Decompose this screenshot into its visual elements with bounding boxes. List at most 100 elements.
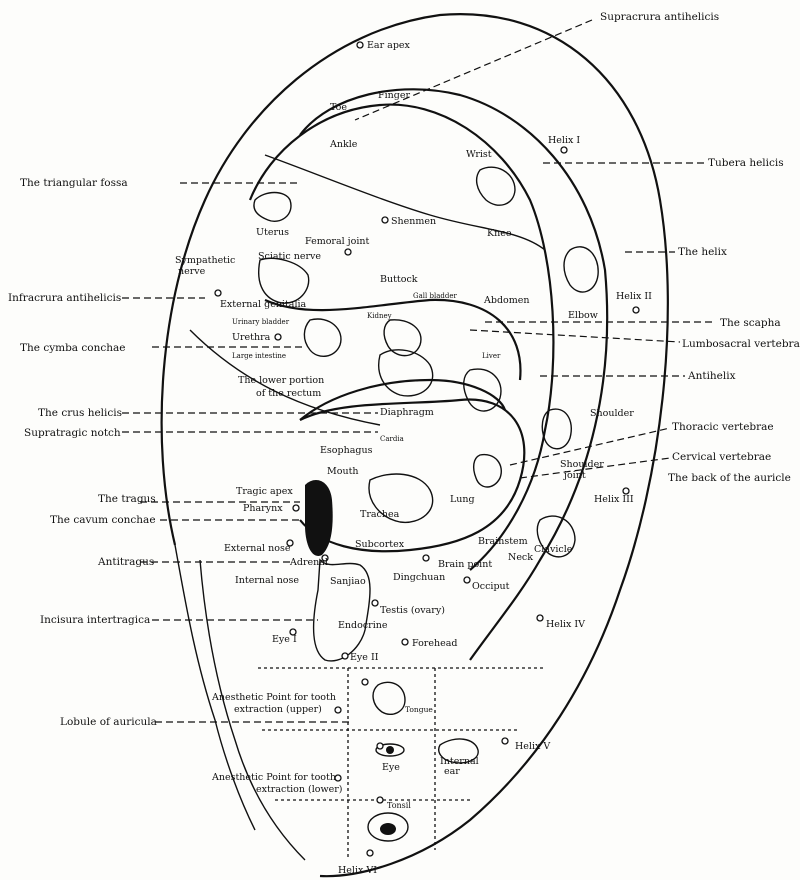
label-tubera: Tubera helicis bbox=[708, 157, 784, 169]
pt-nerve: nerve bbox=[178, 266, 206, 277]
pt-endocrine: Endocrine bbox=[338, 620, 388, 631]
pt-eye2: Eye II bbox=[350, 652, 379, 663]
organ-sketches bbox=[253, 166, 599, 842]
pt-lung: Lung bbox=[450, 494, 475, 505]
external-labels: Supracrura antihelicis Tubera helicis Th… bbox=[8, 11, 800, 728]
pt-internal-ear-1: Internal bbox=[440, 756, 479, 767]
pt-lower-portion: The lower portion bbox=[238, 375, 324, 386]
pt-esophagus: Esophagus bbox=[320, 445, 373, 456]
pt-anesthetic-lower-1: Anesthetic Point for tooth bbox=[211, 772, 336, 783]
pt-external-nose: External nose bbox=[224, 543, 291, 554]
pt-kidney: Kidney bbox=[367, 312, 392, 320]
pt-occiput: Occiput bbox=[472, 581, 510, 592]
pt-brainstem: Brainstem bbox=[478, 536, 528, 547]
pt-large-intestine: Large intestine bbox=[232, 352, 286, 360]
left-edge-line bbox=[174, 544, 256, 831]
pt-anesthetic-lower-2: extraction (lower) bbox=[256, 784, 343, 795]
pt-mouth: Mouth bbox=[327, 466, 359, 477]
pt-helix1: Helix I bbox=[548, 135, 580, 146]
label-antihelix: Antihelix bbox=[687, 370, 736, 382]
pt-anesthetic-upper-2: extraction (upper) bbox=[234, 704, 322, 715]
label-helix: The helix bbox=[678, 246, 727, 258]
pt-abdomen: Abdomen bbox=[483, 295, 530, 306]
pt-knee: Knee bbox=[487, 228, 512, 239]
antitragus-shape bbox=[312, 558, 371, 662]
pt-ear-apex: Ear apex bbox=[367, 40, 411, 51]
helix-outline bbox=[160, 13, 669, 878]
label-supracrura: Supracrura antihelicis bbox=[600, 11, 719, 23]
pt-elbow: Elbow bbox=[568, 310, 598, 321]
pt-liver: Liver bbox=[482, 352, 501, 360]
pt-urethra: Urethra bbox=[232, 332, 271, 343]
pt-helix4: Helix IV bbox=[546, 619, 585, 630]
triangular-fossa-line bbox=[264, 154, 546, 251]
pt-subcortex: Subcortex bbox=[355, 539, 405, 550]
pt-pharynx: Pharynx bbox=[243, 503, 283, 514]
pt-shoulder-joint: Shoulder bbox=[560, 459, 604, 470]
pt-helix5: Helix V bbox=[515, 741, 550, 752]
label-triangular-fossa: The triangular fossa bbox=[20, 177, 128, 189]
label-crus-helicis: The crus helicis bbox=[38, 407, 122, 419]
label-lobule: Lobule of auricula bbox=[60, 716, 157, 728]
pt-sanjiao: Sanjiao bbox=[330, 576, 366, 587]
pt-wrist: Wrist bbox=[466, 149, 492, 160]
pt-eye1: Eye I bbox=[272, 634, 297, 645]
pt-of-rectum: of the rectum bbox=[256, 388, 321, 399]
label-cervical: Cervical vertebrae bbox=[672, 451, 771, 463]
pt-trachea: Trachea bbox=[360, 509, 400, 520]
pt-testis: Testis (ovary) bbox=[380, 605, 445, 616]
label-cymba: The cymba conchae bbox=[20, 342, 126, 354]
pt-helix6: Helix VI bbox=[338, 865, 377, 876]
leader-lines bbox=[122, 19, 715, 723]
pt-joint: joint bbox=[563, 470, 586, 481]
pt-brain-point: Brain point bbox=[438, 559, 492, 570]
label-lumbosacral: Lumbosacral vertebrae. bbox=[682, 338, 800, 350]
pt-femoral: Femoral joint bbox=[305, 236, 370, 247]
pt-gall: Gall bladder bbox=[413, 292, 457, 300]
lobule-grid bbox=[258, 667, 545, 860]
pt-toe: Toe bbox=[330, 102, 347, 113]
pt-sympathetic: Sympathetic bbox=[175, 255, 235, 266]
label-scapha: The scapha bbox=[720, 317, 781, 329]
pt-helix2: Helix II bbox=[616, 291, 652, 302]
pt-anesthetic-upper-1: Anesthetic Point for tooth bbox=[211, 692, 336, 703]
label-thoracic: Thoracic vertebrae bbox=[672, 421, 774, 433]
pt-neck: Neck bbox=[508, 552, 533, 563]
tragus-shape bbox=[305, 480, 333, 556]
pt-internal-nose: Internal nose bbox=[235, 575, 299, 586]
pt-helix3: Helix III bbox=[594, 494, 634, 505]
pt-finger: Finger bbox=[378, 90, 410, 101]
pt-external-genitalia: External genitalia bbox=[220, 299, 307, 310]
pt-buttock: Buttock bbox=[380, 274, 418, 285]
pt-shoulder: Shoulder bbox=[590, 408, 634, 419]
pt-eye: Eye bbox=[382, 762, 400, 773]
label-cavum: The cavum conchae bbox=[50, 514, 156, 526]
label-supratragic: Supratragic notch bbox=[24, 427, 121, 439]
pt-urinary-bladder: Urinary bladder bbox=[232, 318, 290, 326]
pt-tongue: Tongue bbox=[405, 705, 433, 714]
pt-dingchuan: Dingchuan bbox=[393, 572, 445, 583]
acupoint-markers bbox=[214, 41, 640, 857]
lower-helix-inner bbox=[199, 559, 306, 861]
pt-uterus: Uterus bbox=[256, 227, 289, 238]
pt-internal-ear-2: ear bbox=[444, 766, 460, 777]
antihelix-outline bbox=[248, 103, 555, 571]
pt-shenmen: Shenmen bbox=[391, 216, 436, 227]
pt-sciatic: Sciatic nerve bbox=[258, 251, 321, 262]
pt-tragic-apex: Tragic apex bbox=[236, 486, 293, 497]
helix-inner-outline bbox=[299, 88, 609, 661]
cymba-upper bbox=[264, 298, 522, 381]
pt-forehead: Forehead bbox=[412, 638, 457, 649]
pt-ankle: Ankle bbox=[329, 139, 358, 150]
crus-helicis bbox=[299, 378, 507, 421]
pt-tonsil: Tonsil bbox=[387, 801, 411, 810]
pt-adrenal: Adrenal bbox=[289, 557, 328, 568]
point-labels: Ear apex Finger Toe Ankle Helix I Wrist … bbox=[175, 40, 652, 876]
label-antitragus: Antitragus bbox=[97, 556, 154, 568]
pt-clavicle: Clavicle bbox=[534, 544, 573, 555]
pt-diaphragm: Diaphragm bbox=[380, 407, 434, 418]
label-back-auricle: The back of the auricle bbox=[668, 472, 791, 484]
label-incisura: Incisura intertragica bbox=[40, 614, 150, 626]
